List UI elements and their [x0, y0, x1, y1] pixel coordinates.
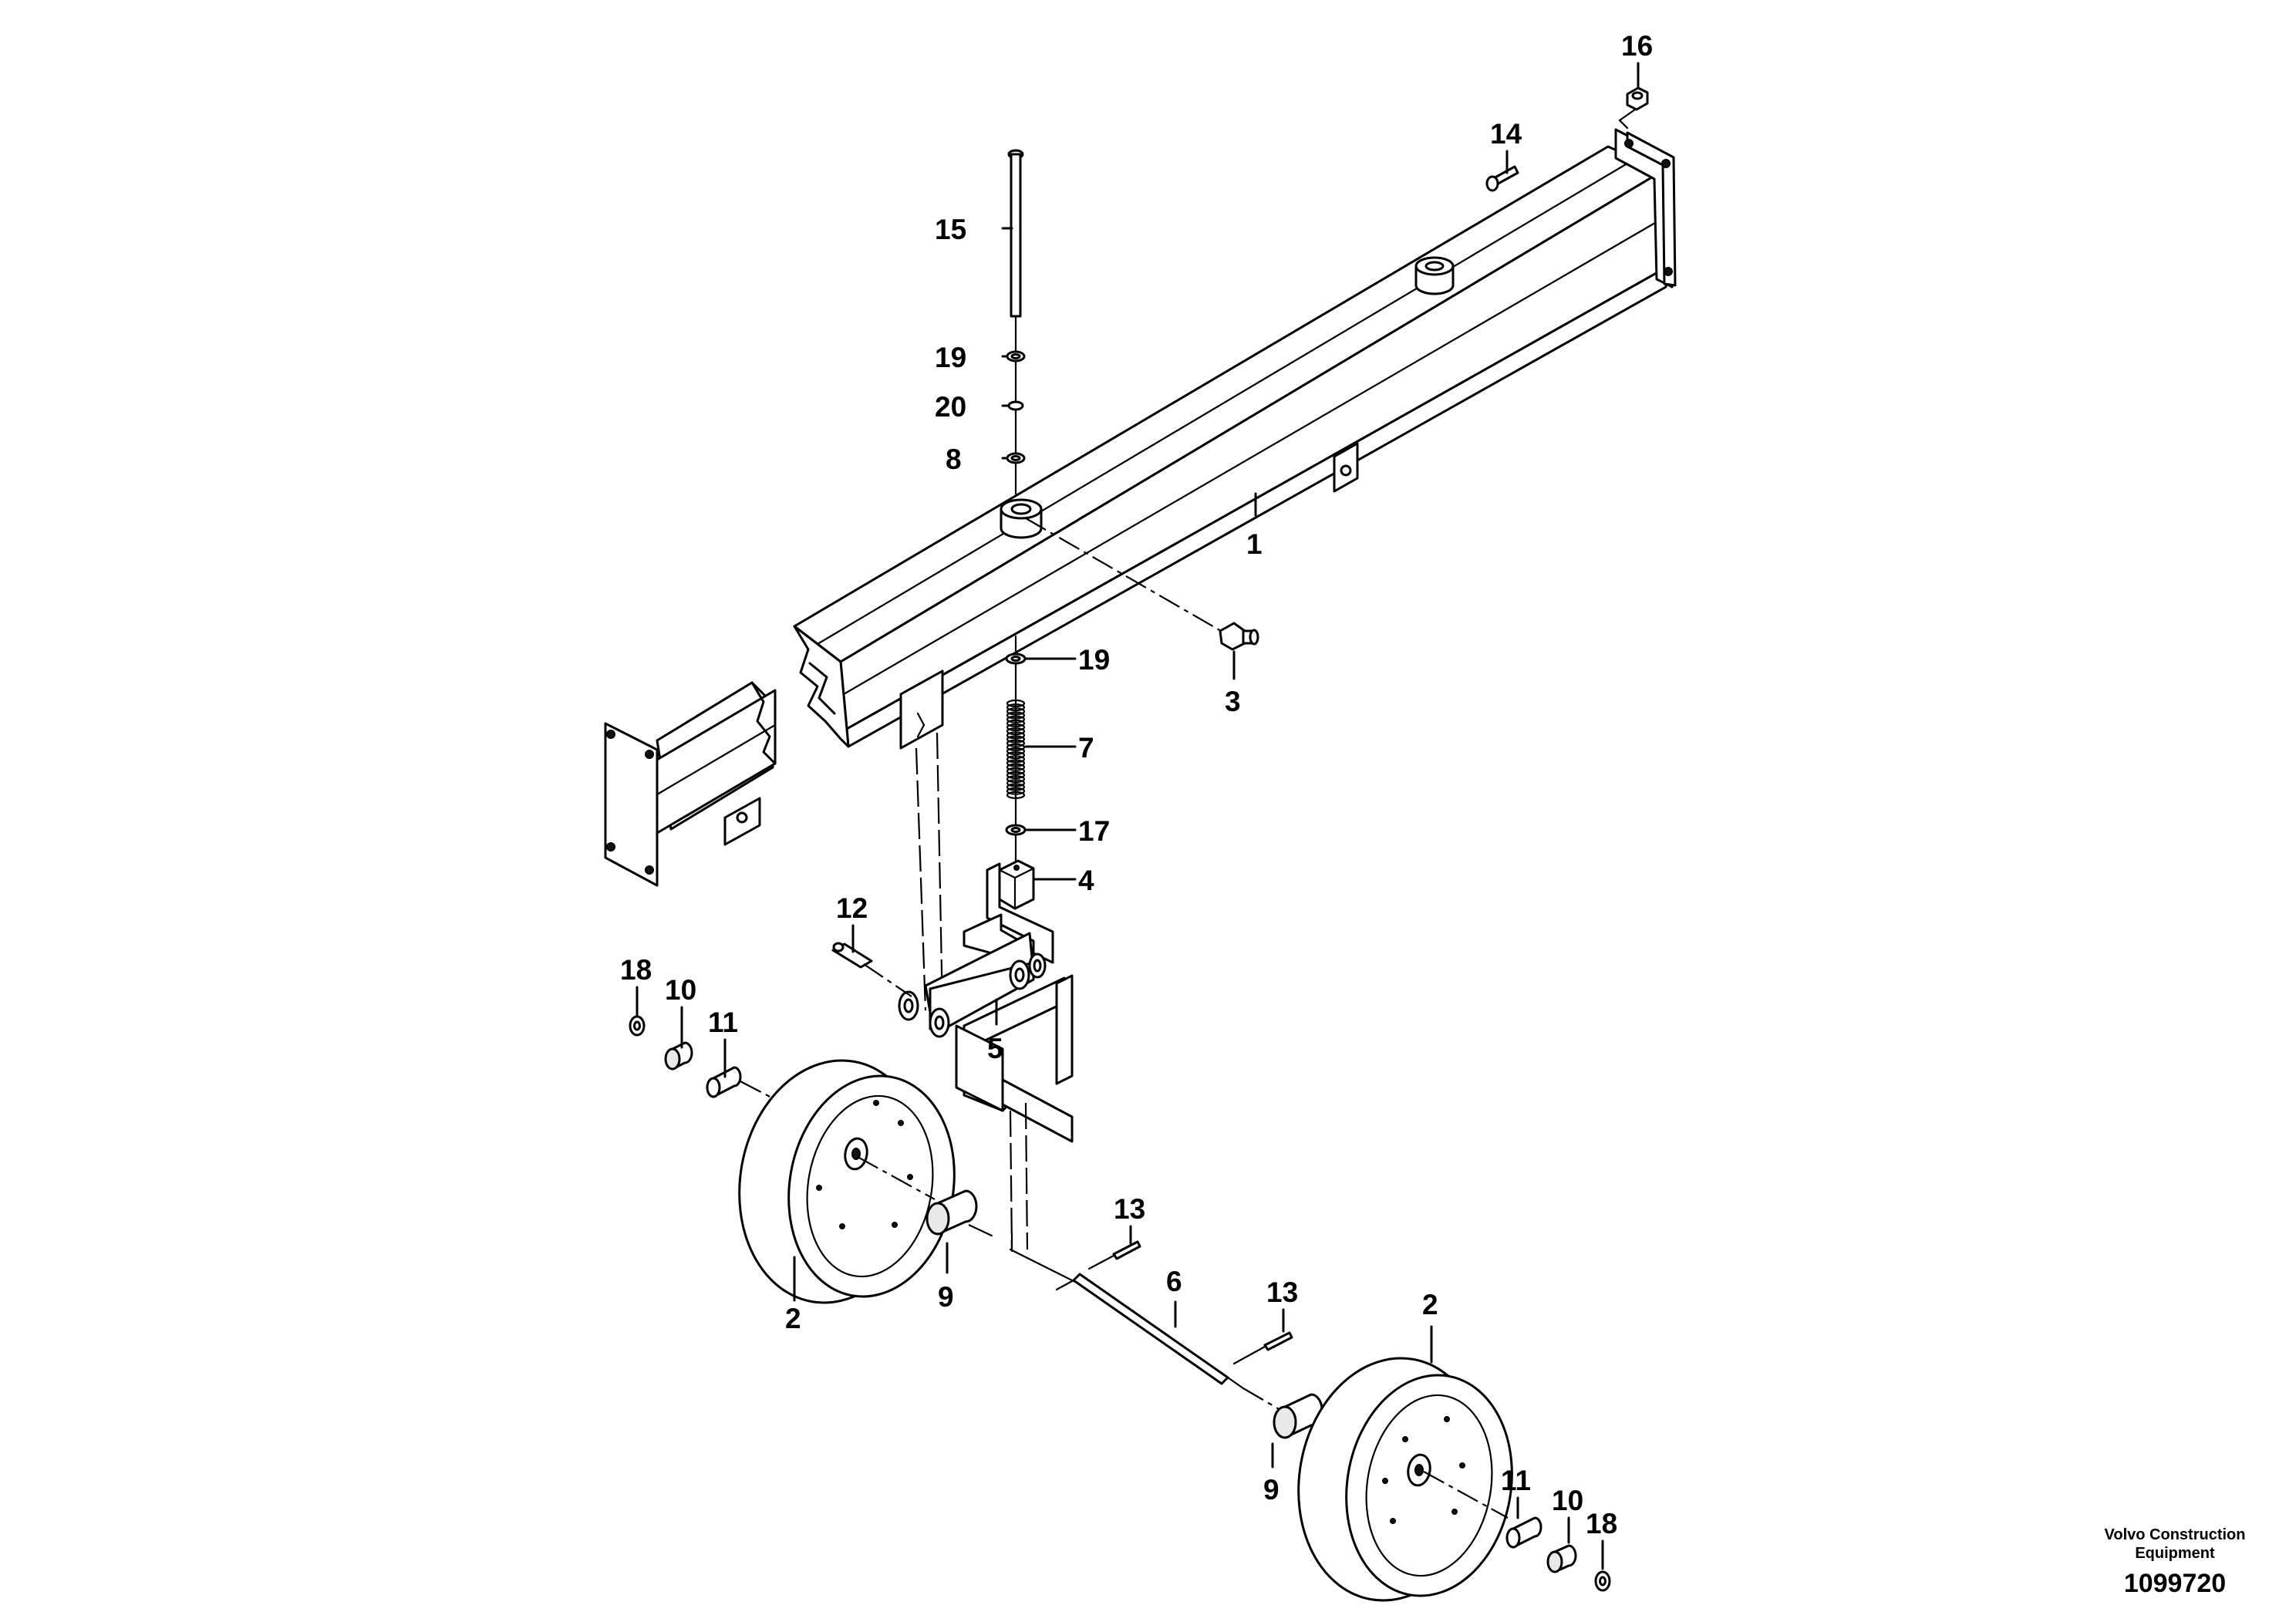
callout-9-right: 9: [1263, 1474, 1279, 1506]
callout-7: 7: [1078, 732, 1094, 764]
wheel-part-2-left: [738, 1059, 956, 1304]
washer-part-18-right: [1594, 1570, 1611, 1592]
spring-coil: [1006, 787, 1026, 795]
callout-16: 16: [1621, 30, 1653, 62]
callout-20: 20: [935, 391, 966, 423]
beam-boss-left: [1000, 498, 1043, 539]
callout-2-right: 2: [1422, 1289, 1438, 1320]
hanger-bracket-left: [899, 669, 944, 1011]
cotter-pin-part-13-right: [1232, 1331, 1293, 1365]
wheel-part-2-right: [1297, 1357, 1513, 1602]
spacer-part-10-right: [1546, 1544, 1577, 1573]
spring-coil: [1006, 747, 1026, 756]
callout-18-right: 18: [1586, 1508, 1617, 1539]
spring-coil: [1006, 731, 1026, 740]
spring-coil: [1006, 723, 1026, 732]
callout-18-left: 18: [620, 954, 652, 986]
callout-2-left: 2: [785, 1303, 801, 1334]
beam-boss-right: [1414, 256, 1455, 295]
spring-coil: [1006, 763, 1026, 771]
spring-coil: [1006, 783, 1026, 791]
spring-coil: [1006, 719, 1026, 727]
spring-coil: [1006, 755, 1026, 764]
beam-part-1: [793, 128, 1677, 748]
callout-14: 14: [1490, 118, 1522, 150]
spring-coil: [1006, 703, 1026, 712]
spring-coil: [1006, 711, 1026, 720]
spacer-part-10-left: [664, 1041, 693, 1071]
cotter-pin-part-13-left: [1087, 1240, 1141, 1270]
bushing-part-9-right: [1273, 1393, 1323, 1439]
callout-17: 17: [1078, 815, 1110, 847]
nut-part-16: [1618, 86, 1649, 130]
spring-coil: [1006, 771, 1026, 780]
stud-part-15: [1007, 149, 1024, 495]
callout-6: 6: [1166, 1266, 1182, 1297]
spring-coil: [1006, 715, 1026, 723]
callout-11-left: 11: [708, 1007, 738, 1038]
callout-9-left: 9: [938, 1281, 954, 1313]
pin-part-12: [831, 942, 912, 997]
leader-lines: [636, 62, 1640, 1570]
axle-part-6: [1055, 1273, 1245, 1390]
spring-coil: [1006, 699, 1026, 708]
document-number: 1099720: [2124, 1569, 2226, 1598]
spring-coil: [1006, 775, 1026, 784]
callout-4: 4: [1078, 865, 1094, 896]
callout-13-right: 13: [1266, 1276, 1298, 1308]
washer-part-8: [1006, 452, 1026, 464]
ring-part-20: [1007, 400, 1024, 411]
washer-part-19-upper: [1006, 350, 1026, 363]
brand-name-line1: Volvo Construction: [2105, 1526, 2246, 1543]
spring-coil: [1006, 735, 1026, 744]
spring-coil: [1006, 743, 1026, 751]
washer-part-19-lower: [1005, 653, 1027, 665]
spring-coil: [1006, 779, 1026, 787]
washer-part-17: [1005, 824, 1027, 836]
spring-coil: [1006, 739, 1026, 747]
spring-coil: [1006, 767, 1026, 775]
footer-block: Volvo Construction Equipment 1099720: [2105, 1526, 2246, 1598]
bushing-part-11-right: [1505, 1516, 1542, 1549]
spring-coil: [1006, 791, 1026, 799]
bushing-part-11-left: [706, 1066, 742, 1098]
brand-name-line2: Equipment: [2135, 1545, 2215, 1562]
callout-13-left: 13: [1114, 1193, 1145, 1225]
spring-coil: [1006, 707, 1026, 716]
spring-coil: [1006, 759, 1026, 767]
grease-fitting-part-3: [1219, 622, 1259, 651]
washer-part-18-left: [629, 1015, 646, 1037]
axle-bracket-part-5: [898, 932, 1135, 1313]
bolt-part-14: [1485, 165, 1519, 192]
spring-part-7: [1006, 699, 1026, 799]
spring-coil: [1006, 727, 1026, 736]
callout-labels: 1 2 2 3 4 5 6 7 8 9 9 10 10 11 11 12 13 …: [620, 30, 1653, 1539]
bushing-part-9-left: [925, 1189, 978, 1236]
callout-19-lower: 19: [1078, 644, 1110, 676]
callout-5: 5: [987, 1033, 1003, 1064]
callout-19-upper: 19: [935, 342, 966, 373]
block-part-4: [998, 859, 1035, 910]
callout-11-right: 11: [1501, 1465, 1531, 1496]
callout-10-left: 10: [665, 974, 696, 1006]
beam-section-left: [604, 681, 777, 887]
callout-1: 1: [1246, 528, 1263, 560]
spring-coil: [1006, 751, 1026, 760]
callout-12: 12: [836, 892, 868, 924]
callout-3: 3: [1225, 686, 1241, 717]
callout-10-right: 10: [1552, 1485, 1583, 1516]
callout-8: 8: [946, 443, 962, 475]
callout-15: 15: [935, 214, 966, 245]
